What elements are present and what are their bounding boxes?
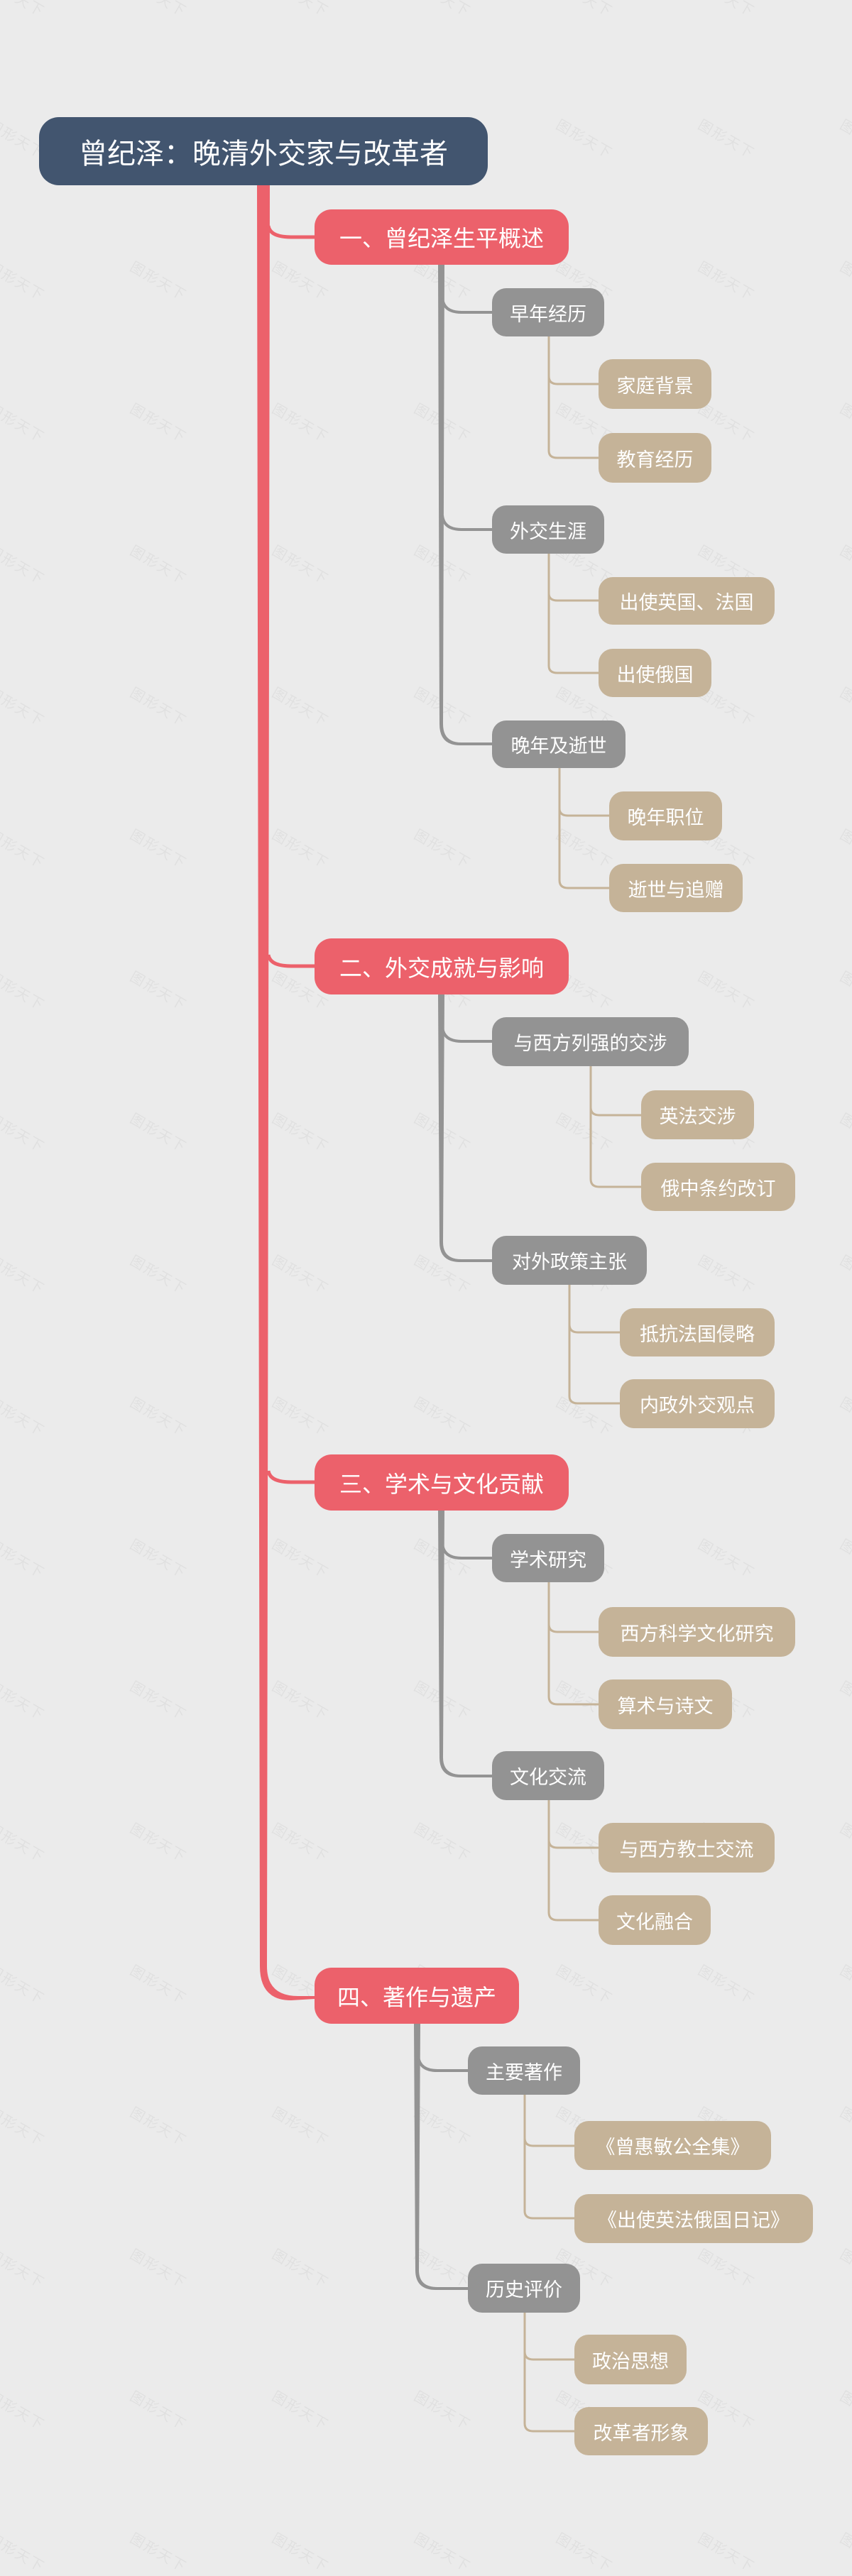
leaf-missionary-exchange[interactable]: 与西方教士交流 xyxy=(599,1823,775,1873)
subtopic-academic-research[interactable]: 学术研究 xyxy=(492,1534,604,1582)
section-2-trunk xyxy=(438,994,492,1262)
leaf-uk-france-negotiation[interactable]: 英法交涉 xyxy=(641,1090,754,1139)
leaf-reformer-image[interactable]: 改革者形象 xyxy=(574,2407,708,2455)
section-1-trunk xyxy=(438,265,492,745)
root-trunk-line xyxy=(257,185,315,2000)
section-1-topic[interactable]: 一、曾纪泽生平概述 xyxy=(315,209,569,265)
section-4-topic[interactable]: 四、著作与遗产 xyxy=(315,1968,519,2024)
leaf-western-science-study[interactable]: 西方科学文化研究 xyxy=(599,1607,795,1657)
leaf-connector xyxy=(589,1066,641,1188)
leaf-mission-russia[interactable]: 出使俄国 xyxy=(599,649,711,697)
subtopic-cultural-exchange[interactable]: 文化交流 xyxy=(492,1751,604,1800)
subtopic-later-years[interactable]: 晚年及逝世 xyxy=(492,720,626,768)
section-4-trunk xyxy=(414,2024,468,2290)
section-3-connector xyxy=(266,1470,315,1484)
section-2-connector xyxy=(266,954,315,968)
leaf-education[interactable]: 教育经历 xyxy=(599,433,711,483)
section-3-trunk xyxy=(438,1511,492,1777)
sub-connector xyxy=(441,515,492,531)
leaf-connector xyxy=(568,1285,620,1405)
subtopic-foreign-policy[interactable]: 对外政策主张 xyxy=(492,1236,647,1285)
subtopic-diplomatic-career[interactable]: 外交生涯 xyxy=(492,505,604,554)
subtopic-historical-evaluation[interactable]: 历史评价 xyxy=(468,2264,580,2313)
leaf-family-background[interactable]: 家庭背景 xyxy=(599,359,711,409)
leaf-connector xyxy=(523,2313,574,2433)
leaf-mission-uk-france[interactable]: 出使英国、法国 xyxy=(599,577,775,625)
leaf-connector xyxy=(547,1582,599,1706)
subtopic-early-life[interactable]: 早年经历 xyxy=(492,288,604,336)
root-topic[interactable]: 曾纪泽：晚清外交家与改革者 xyxy=(39,117,488,185)
leaf-complete-works[interactable]: 《曾惠敏公全集》 xyxy=(574,2121,771,2170)
leaf-connector xyxy=(547,1800,599,1922)
leaf-connector xyxy=(547,554,599,674)
subtopic-major-works[interactable]: 主要著作 xyxy=(468,2046,580,2095)
sub-connector xyxy=(441,1543,492,1560)
leaf-political-thought[interactable]: 政治思想 xyxy=(574,2335,687,2384)
leaf-arithmetic-poetry[interactable]: 算术与诗文 xyxy=(599,1679,732,1729)
leaf-diary[interactable]: 《出使英法俄国日记》 xyxy=(574,2194,813,2243)
sub-connector xyxy=(441,1026,492,1043)
leaf-connector xyxy=(523,2095,574,2220)
leaf-cultural-fusion[interactable]: 文化融合 xyxy=(599,1895,711,1945)
leaf-domestic-foreign-views[interactable]: 内政外交观点 xyxy=(620,1379,775,1428)
leaf-death-honors[interactable]: 逝世与追赠 xyxy=(609,864,743,912)
subtopic-western-negotiations[interactable]: 与西方列强的交涉 xyxy=(492,1017,689,1066)
leaf-resist-france[interactable]: 抵抗法国侵略 xyxy=(620,1308,775,1356)
leaf-later-position[interactable]: 晚年职位 xyxy=(609,791,722,840)
leaf-connector xyxy=(558,768,609,889)
section-3-topic[interactable]: 三、学术与文化贡献 xyxy=(315,1454,569,1511)
section-1-connector xyxy=(266,225,315,239)
section-2-topic[interactable]: 二、外交成就与影响 xyxy=(315,938,569,994)
leaf-russia-treaty-revision[interactable]: 俄中条约改订 xyxy=(641,1163,795,1211)
leaf-connector xyxy=(547,336,599,459)
sub-connector xyxy=(441,297,492,314)
sub-connector xyxy=(417,2056,468,2072)
